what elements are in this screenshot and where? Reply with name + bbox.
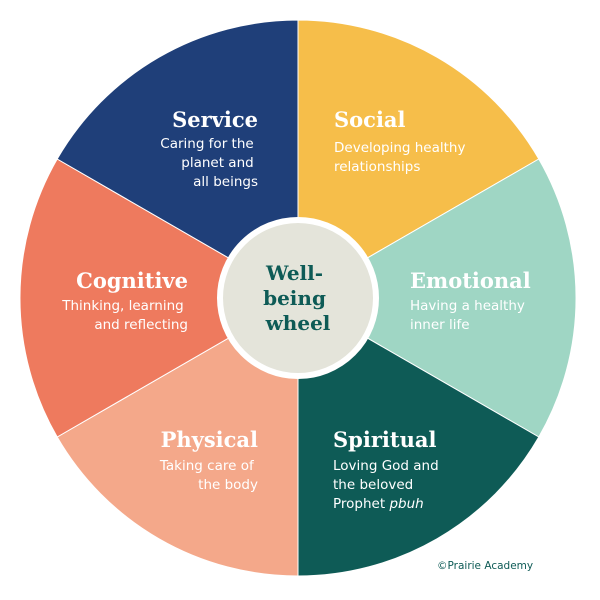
segment-cognitive [19, 158, 300, 438]
segment-cognitive-desc: Thinking, learning and reflecting [61, 298, 188, 333]
segment-emotional [296, 158, 577, 438]
segment-physical-desc: Taking care of the body [159, 458, 258, 493]
segment-service [56, 19, 299, 299]
center-line-1: Well- [265, 261, 323, 285]
segment-spiritual [297, 297, 540, 577]
center-title: Well- being wheel [263, 261, 333, 335]
center-hub [217, 217, 379, 379]
segment-physical [56, 297, 299, 577]
segment-service-title: Service [172, 107, 258, 132]
segment-emotional-title: Emotional [410, 268, 531, 293]
segment-cognitive-title: Cognitive [76, 268, 188, 293]
segment-social-desc: Developing healthy relationships [334, 140, 470, 175]
segment-social [297, 19, 540, 299]
center-line-2: being [263, 286, 326, 310]
segment-social-title: Social [334, 107, 406, 132]
segment-spiritual-desc: Loving God and the beloved Prophet pbuh [333, 458, 443, 512]
center-line-3: wheel [265, 311, 331, 335]
segment-physical-title: Physical [161, 427, 258, 452]
credit-text: ©Prairie Academy [437, 560, 533, 572]
segment-service-desc: Caring for the planet and all beings [160, 136, 258, 190]
segment-spiritual-title: Spiritual [333, 427, 436, 452]
segment-emotional-desc: Having a healthy inner life [410, 298, 529, 333]
